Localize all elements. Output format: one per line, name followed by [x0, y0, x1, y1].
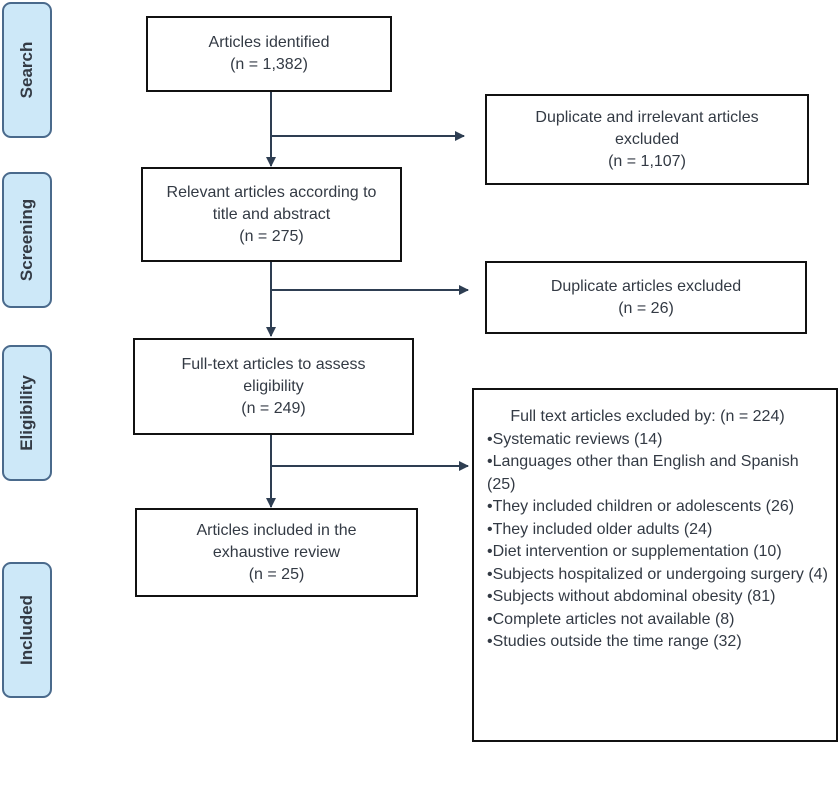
box-dup-irrelevant-line2: excluded [614, 130, 680, 148]
box-duplicate-irrelevant-excluded: Duplicate and irrelevant articles exclud… [485, 94, 809, 185]
box-fulltext-line1: Full-text articles to assess [181, 355, 366, 373]
box-dup-irrelevant-count: (n = 1,107) [608, 152, 686, 170]
box-relevant-line1: Relevant articles according to [166, 183, 377, 201]
box-fulltext-excluded: Full text articles excluded by: (n = 224… [472, 388, 838, 742]
box-relevant-count: (n = 275) [239, 227, 304, 245]
box-fulltext-line2: eligibility [243, 377, 304, 395]
list-item: Systematic reviews (14) [487, 429, 828, 452]
box-relevant-line2: title and abstract [212, 205, 331, 223]
box-relevant-articles: Relevant articles according to title and… [141, 167, 402, 262]
stage-screening: Screening [2, 172, 52, 308]
box-duplicates-excluded: Duplicate articles excluded (n = 26) [485, 261, 807, 334]
box-fulltext-count: (n = 249) [241, 399, 306, 417]
list-item: They included older adults (24) [487, 519, 828, 542]
stage-search: Search [2, 2, 52, 138]
list-item: Languages other than English and Spanish… [487, 451, 828, 496]
list-item: Diet intervention or supplementation (10… [487, 541, 828, 564]
box-included-line2: exhaustive review [212, 543, 341, 561]
box-included-count: (n = 25) [248, 565, 305, 583]
list-item: They included children or adolescents (2… [487, 496, 828, 519]
list-item: Subjects without abdominal obesity (81) [487, 586, 828, 609]
box-dup-irrelevant-line1: Duplicate and irrelevant articles [535, 108, 759, 126]
list-item: Studies outside the time range (32) [487, 631, 828, 654]
stage-eligibility: Eligibility [2, 345, 52, 481]
box-identified-count: (n = 1,382) [230, 56, 308, 73]
list-item: Subjects hospitalized or undergoing surg… [487, 564, 828, 587]
stage-included: Included [2, 562, 52, 698]
list-item: Complete articles not available (8) [487, 609, 828, 632]
box-duplicates-count: (n = 26) [618, 299, 674, 317]
box-duplicates-line1: Duplicate articles excluded [550, 277, 742, 295]
box-included-line1: Articles included in the [196, 521, 357, 539]
box-articles-included: Articles included in the exhaustive revi… [135, 508, 418, 597]
fulltext-excluded-heading: Full text articles excluded by: (n = 224… [510, 408, 785, 425]
box-identified-line1: Articles identified [208, 34, 330, 51]
box-fulltext-assess: Full-text articles to assess eligibility… [133, 338, 414, 435]
box-articles-identified: Articles identified (n = 1,382) [146, 16, 392, 92]
